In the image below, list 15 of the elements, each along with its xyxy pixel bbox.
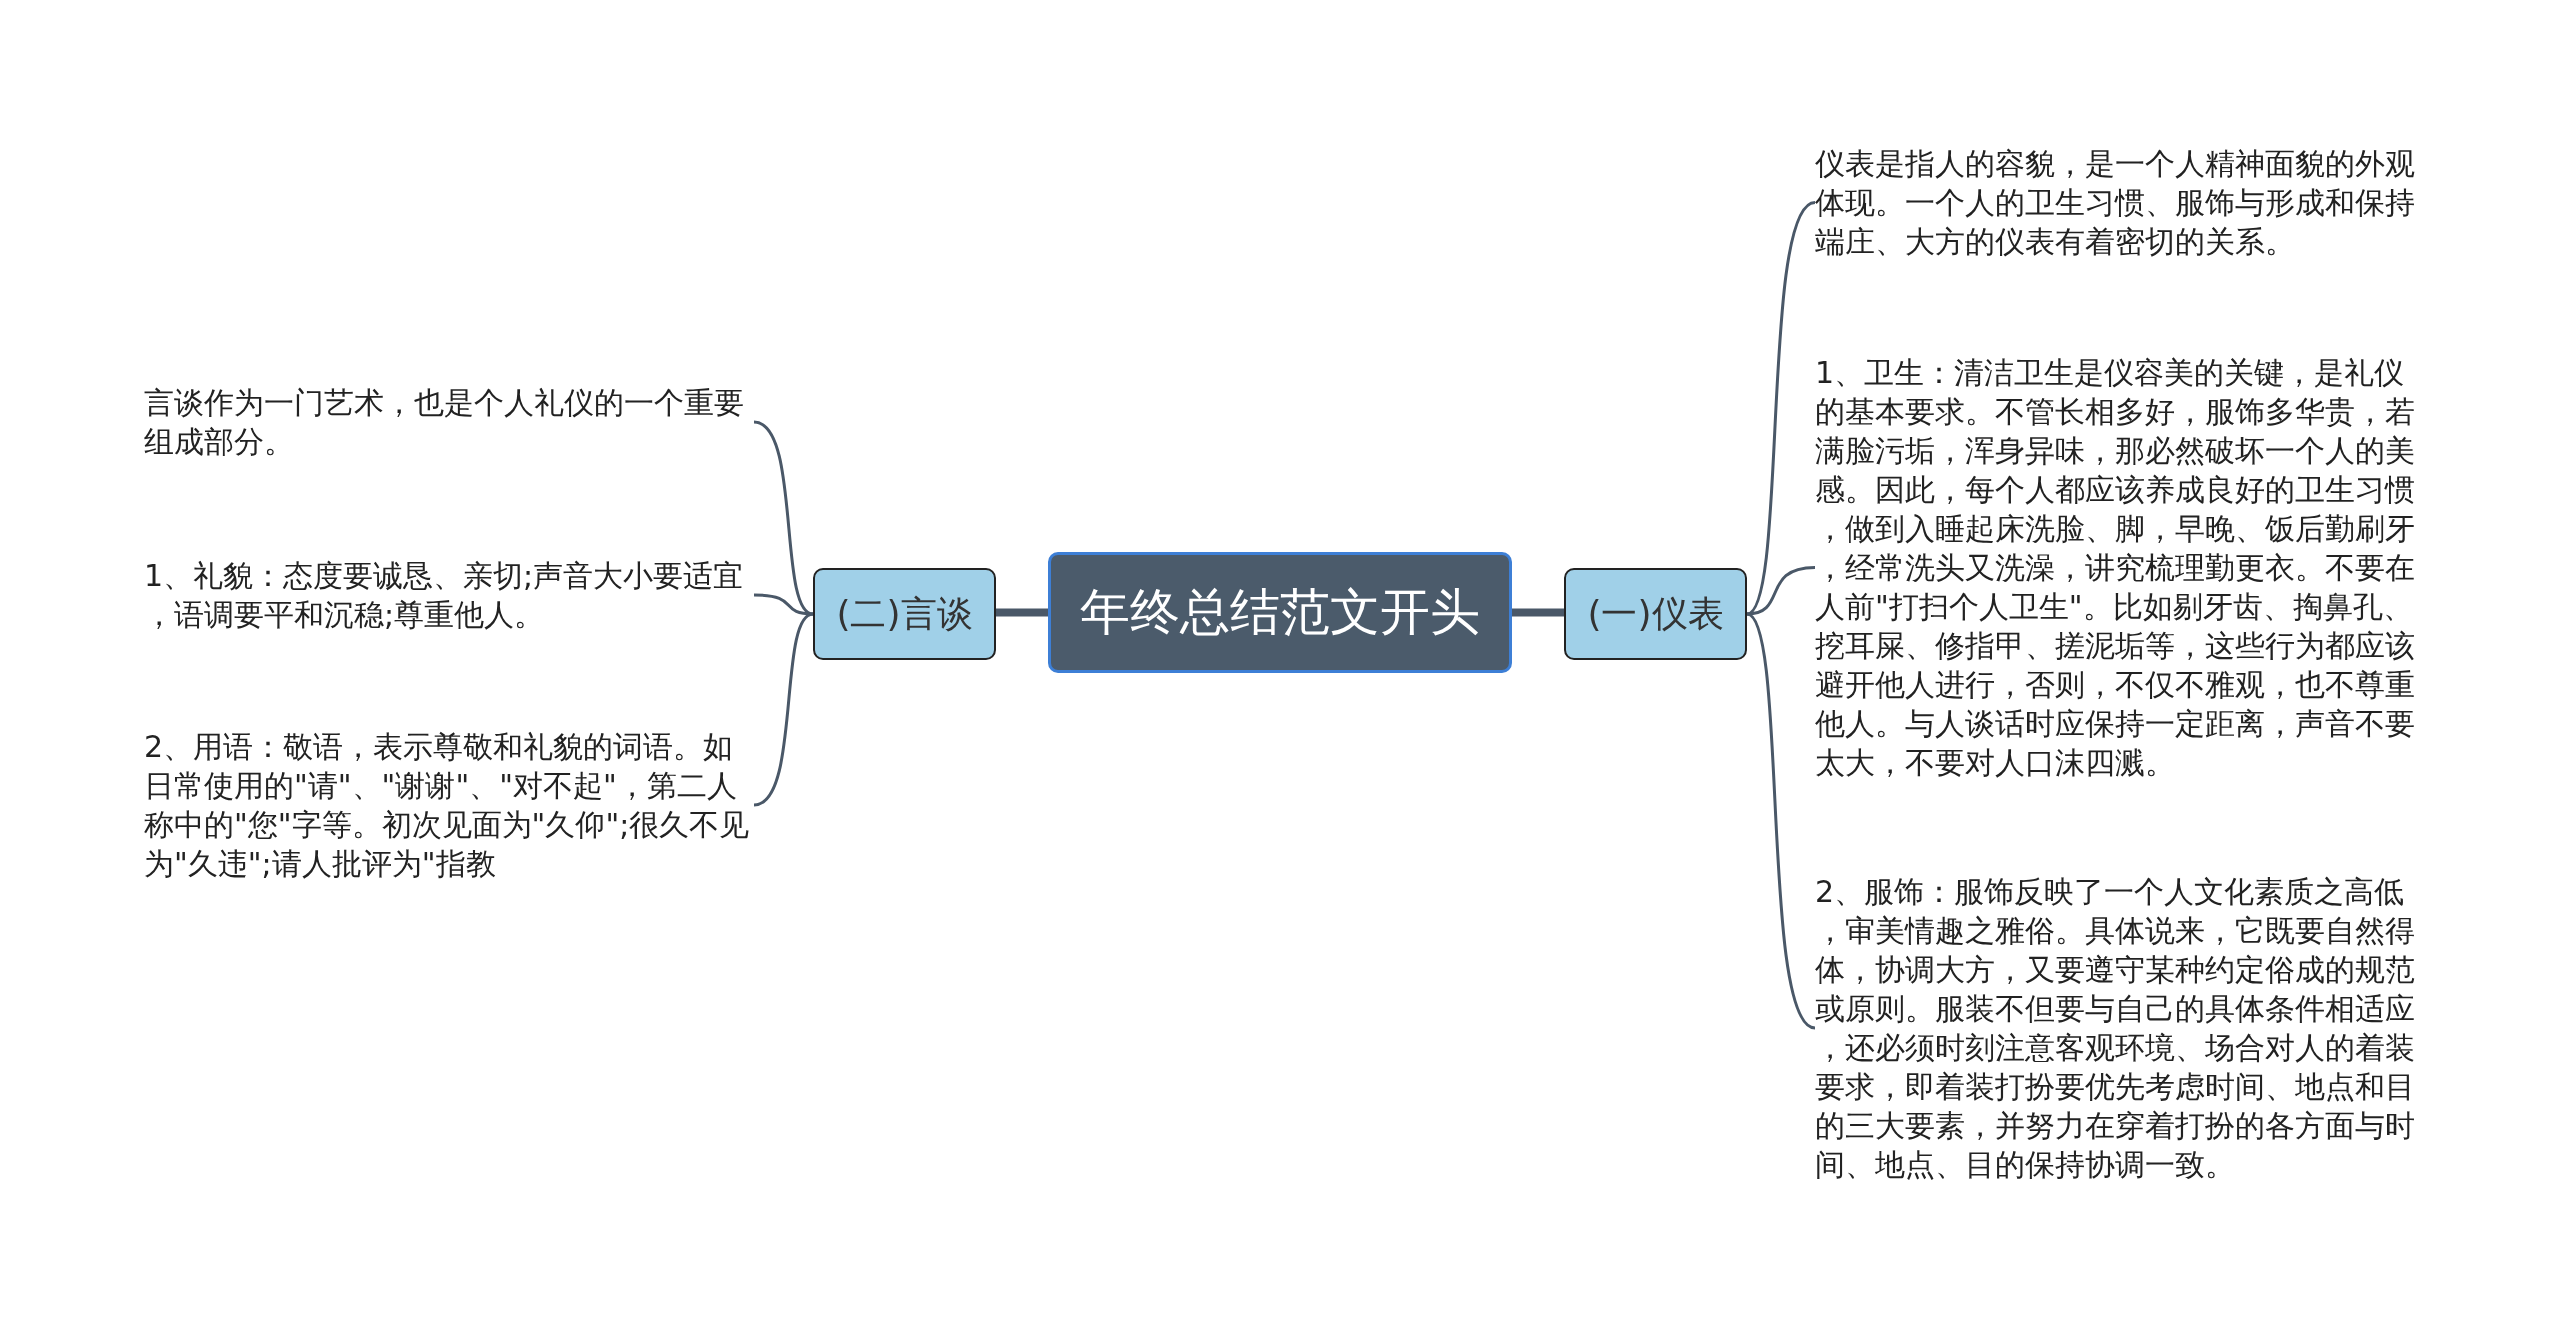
note-text: 仪表是指人的容貌，是一个人精神面貌的外观体现。一个人的卫生习惯、服饰与形成和保持端庄、大方的仪表有着密切的关系。 xyxy=(1815,144,2425,261)
topic-box: 年终总结范文开头 xyxy=(1048,552,1512,673)
connector-line xyxy=(1512,608,1564,617)
note-text: 2、服饰：服饰反映了一个人文化素质之高低，审美情趣之雅俗。具体说来，它既要自然得体，协调大方，又要遵守某种约定俗成的规范或原则。服装不但要与自己的具体条件相适应，还必须时刻注意客观环境、场合对人的着装要求，即着装打扮要优先考虑时间、地点和目的三大要素，并努力在穿着打扮的各方面与时间、地点、目的保持协调一致。 xyxy=(1815,872,2425,1184)
connector-line xyxy=(1746,612,1816,1030)
note-text: 1、卫生：清洁卫生是仪容美的关键，是礼仪的基本要求。不管长相多好，服饰多华贵，若满脸污垢，浑身异味，那必然破坏一个人的美感。因此，每个人都应该养成良好的卫生习惯，做到入睡起床洗脸、脚，早晚、饭后勤刷牙，经常洗头又洗澡，讲究梳理勤更衣。不要在人前"打扫个人卫生"。比如剔牙齿、掏鼻孔、挖耳屎、修指甲、搓泥垢等，这些行为都应该避开他人进行，否则，不仅不雅观，也不尊重他人。与人谈话时应保持一定距离，声音不要太大，不要对人口沫四溅。 xyxy=(1815,353,2425,782)
branch-box: (一)仪表 xyxy=(1564,568,1747,660)
connector-line xyxy=(996,608,1048,617)
connector-line xyxy=(753,612,814,807)
branch-box: (二)言谈 xyxy=(813,568,996,660)
connector-line xyxy=(1746,566,1816,616)
connector-line xyxy=(753,593,814,616)
note-text: 1、礼貌：态度要诚恳、亲切;声音大小要适宜，语调要平和沉稳;尊重他人。 xyxy=(144,556,754,634)
note-text: 言谈作为一门艺术，也是个人礼仪的一个重要组成部分。 xyxy=(144,383,754,461)
note-text: 2、用语：敬语，表示尊敬和礼貌的词语。如日常使用的"请"、"谢谢"、"对不起"，第二人称中的"您"字等。初次见面为"久仰";很久不见为"久违";请人批评为"指教 xyxy=(144,727,754,883)
